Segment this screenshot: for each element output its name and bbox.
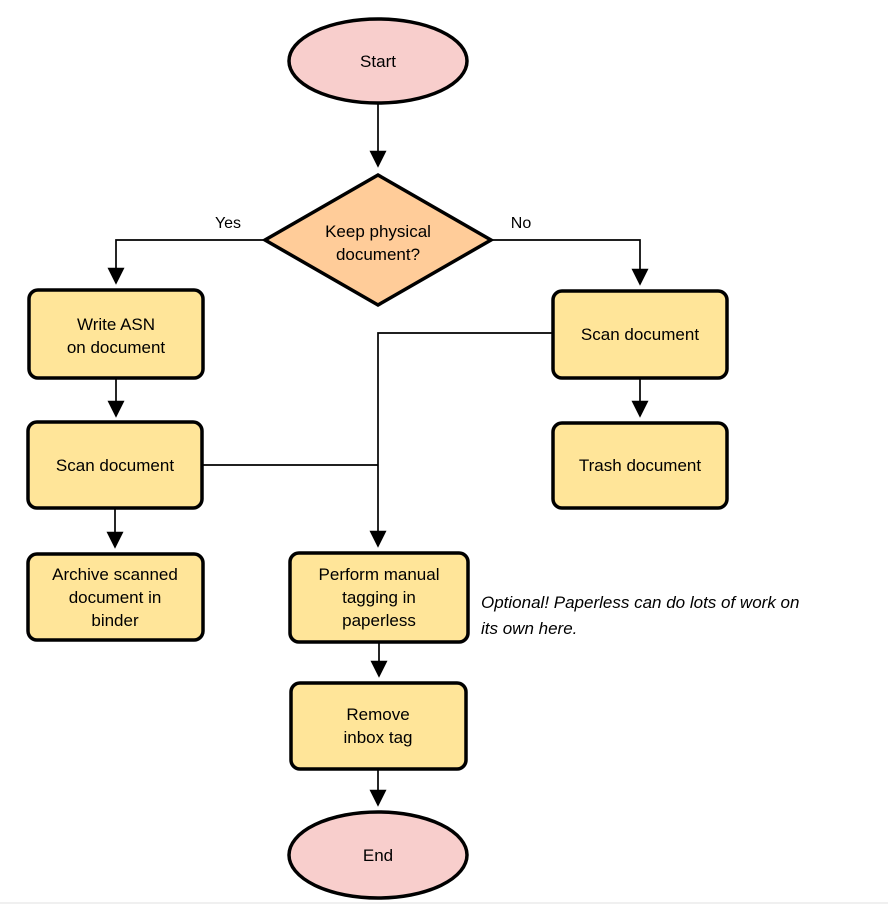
end-ellipse [287,810,469,900]
edge-decision-yes-to-write-asn [107,239,263,285]
optional-note-line2: its own here. [481,619,577,638]
write-asn-box [27,288,205,380]
perform-tagging-label-line3: paperless [342,611,416,630]
edge-decision-no-to-scan-right [492,239,649,286]
scan-right-box [551,289,729,380]
node-remove-inbox-tag: Remove inbox tag [289,681,468,771]
write-asn-label-line1: Write ASN [77,315,155,334]
node-scan-document-right: Scan document [551,289,729,380]
edge-scan-right-to-perform-tagging [369,332,553,548]
scan-left-box [26,420,204,510]
node-archive-scanned: Archive scanned document in binder [26,552,205,642]
edge-label-yes: Yes [215,215,241,232]
perform-tagging-label-line2: tagging in [342,588,416,607]
optional-note-line1: Optional! Paperless can do lots of work … [481,593,799,612]
end-label: End [363,846,393,865]
archive-box [26,552,205,642]
archive-label-line1: Archive scanned [52,565,178,584]
node-trash-document: Trash document [551,421,729,510]
scan-left-label: Scan document [56,456,174,475]
trash-label: Trash document [579,456,701,475]
node-start: Start [287,17,469,105]
perform-tagging-box [288,551,470,644]
remove-inbox-label-line1: Remove [346,705,409,724]
edges [106,104,649,807]
node-decision-keep-physical: Keep physical document? [261,172,495,308]
start-ellipse [287,17,469,105]
trash-box [551,421,729,510]
edge-label-no: No [511,215,532,232]
start-label: Start [360,52,396,71]
node-write-asn: Write ASN on document [27,288,205,380]
write-asn-label-line2: on document [67,338,166,357]
decision-label-line2: document? [336,245,420,264]
remove-inbox-label-line2: inbox tag [344,728,413,747]
archive-label-line3: binder [91,611,139,630]
node-scan-document-left: Scan document [26,420,204,510]
scan-right-label: Scan document [581,325,699,344]
node-end: End [287,810,469,900]
node-perform-tagging: Perform manual tagging in paperless [288,551,470,644]
perform-tagging-label-line1: Perform manual [319,565,440,584]
decision-label-line1: Keep physical [325,222,431,241]
optional-note: Optional! Paperless can do lots of work … [481,593,799,638]
archive-label-line2: document in [69,588,162,607]
remove-inbox-box [289,681,468,771]
decision-diamond [261,172,495,308]
